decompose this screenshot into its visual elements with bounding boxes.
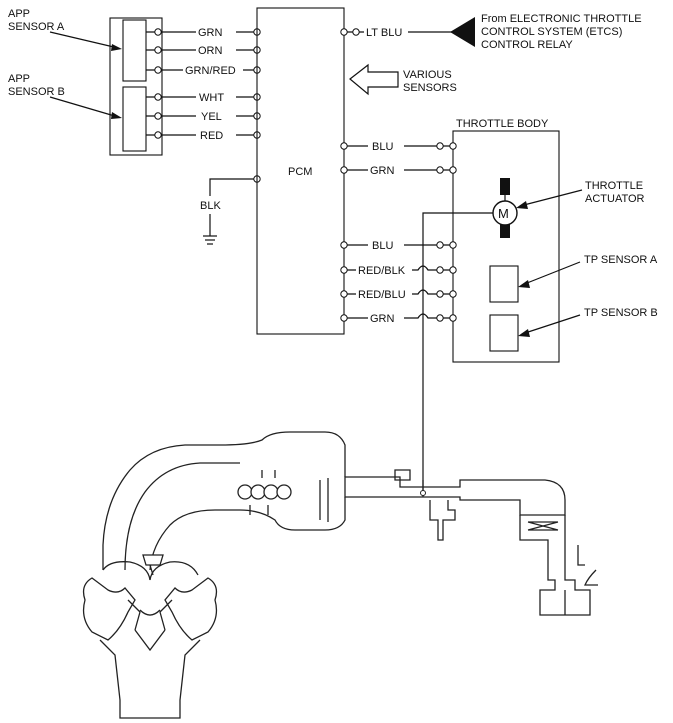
app-sensor-b-arrowhead — [111, 112, 122, 119]
app-sensor-b-label-line2: SENSOR B — [8, 86, 65, 98]
tp-sensor-a-element — [489, 265, 519, 303]
tp-sensor-b-element — [489, 314, 519, 352]
tp-sensor-a-arrowhead — [518, 280, 530, 288]
motor-symbol: M — [498, 206, 509, 221]
tp-sensor-b-leader — [521, 314, 581, 335]
etcs-input — [340, 17, 475, 47]
wire-label-blu-1: BLU — [372, 141, 393, 153]
etcs-arrow-icon — [450, 17, 475, 47]
wire-label-orn: ORN — [198, 45, 223, 57]
pcm-label: PCM — [288, 166, 312, 178]
wire-label-grn-2: GRN — [370, 165, 395, 177]
app-wire-group — [146, 28, 261, 139]
various-sensors-line2: SENSORS — [403, 82, 457, 94]
wire-label-wht: WHT — [199, 92, 224, 104]
app-sensor-b-leader — [49, 96, 119, 118]
actuator-arrowhead — [516, 201, 528, 209]
engine-intake-illustration — [82, 431, 598, 719]
tp-sensor-b-arrowhead — [518, 329, 530, 337]
throttle-body-title: THROTTLE BODY — [456, 118, 549, 130]
etcs-source-line2: CONTROL SYSTEM (ETCS) — [481, 26, 622, 38]
wire-label-grn: GRN — [198, 27, 223, 39]
various-sensors-line1: VARIOUS — [403, 69, 452, 81]
throttle-actuator-line1: THROTTLE — [585, 180, 643, 192]
etcs-source-line3: CONTROL RELAY — [481, 39, 573, 51]
throttle-motor — [422, 178, 518, 490]
actuator-leader — [519, 189, 583, 207]
wire-label-red: RED — [200, 130, 223, 142]
tp-sensor-b-label: TP SENSOR B — [584, 307, 658, 319]
ground-wire-label: BLK — [200, 200, 221, 212]
app-sensor-a-label-line2: SENSOR A — [8, 21, 65, 33]
etcs-wire-label: LT BLU — [366, 27, 402, 39]
wire-label-red-blu: RED/BLU — [358, 289, 406, 301]
app-sensor-a-element — [122, 19, 147, 82]
app-sensor-b-label-line1: APP — [8, 73, 30, 85]
app-sensor-b-element — [122, 86, 147, 152]
wire-label-grn-red: GRN/RED — [185, 65, 236, 77]
wire-label-blu-2: BLU — [372, 240, 393, 252]
various-sensors-arrow-icon — [349, 63, 399, 96]
right-wire-labels: BLU GRN BLU RED/BLK RED/BLU GRN — [356, 139, 412, 325]
wire-label-red-blk: RED/BLK — [358, 265, 406, 277]
throttle-actuator-line2: ACTUATOR — [585, 193, 645, 205]
app-sensor-a-label-line1: APP — [8, 8, 30, 20]
tp-sensor-a-label: TP SENSOR A — [584, 254, 658, 266]
wire-label-grn-3: GRN — [370, 313, 395, 325]
tp-sensor-a-leader — [521, 261, 581, 286]
app-sensor-a-leader — [49, 31, 119, 49]
etcs-source-line1: From ELECTRONIC THROTTLE — [481, 13, 642, 25]
wire-label-yel: YEL — [201, 111, 222, 123]
app-wire-labels: GRN ORN GRN/RED WHT YEL RED — [183, 25, 243, 142]
app-sensor-a-arrowhead — [111, 44, 122, 51]
app-sensor-housing — [109, 17, 163, 156]
